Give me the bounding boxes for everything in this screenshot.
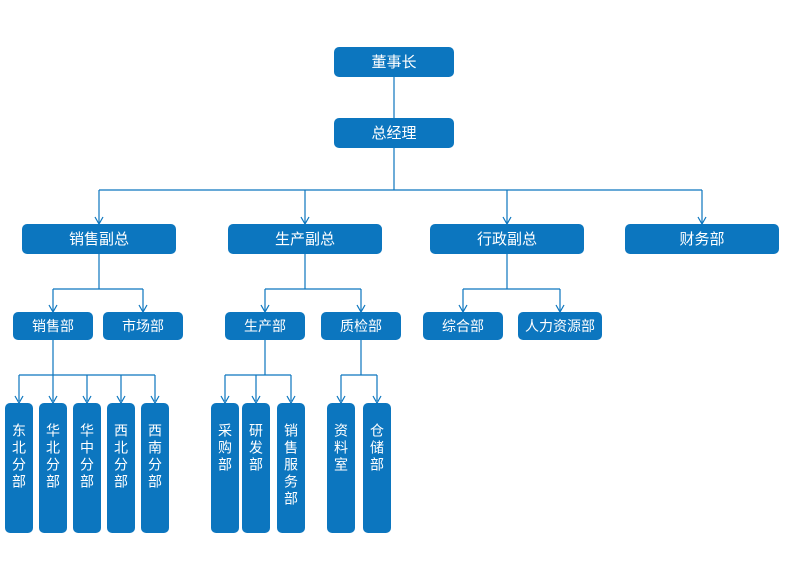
org-node-sales-service-dept: 销售服务部 [277, 403, 305, 533]
org-node-general-manager: 总经理 [334, 118, 454, 148]
org-node-sales-dept: 销售部 [13, 312, 93, 340]
org-node-northeast-branch: 东北分部 [5, 403, 33, 533]
org-node-rd-dept: 研发部 [242, 403, 270, 533]
org-node-marketing-dept: 市场部 [103, 312, 183, 340]
org-node-finance-dept: 财务部 [625, 224, 779, 254]
org-node-archives-room: 资料室 [327, 403, 355, 533]
org-node-quality-dept: 质检部 [321, 312, 401, 340]
org-node-northwest-branch: 西北分部 [107, 403, 135, 533]
org-node-warehouse-dept: 仓储部 [363, 403, 391, 533]
org-node-general-affairs-dept: 综合部 [423, 312, 503, 340]
org-node-hr-dept: 人力资源部 [518, 312, 602, 340]
org-node-production-dept: 生产部 [225, 312, 305, 340]
org-node-chairman: 董事长 [334, 47, 454, 77]
org-node-admin-vp: 行政副总 [430, 224, 584, 254]
org-node-purchasing-dept: 采购部 [211, 403, 239, 533]
org-node-central-china-branch: 华中分部 [73, 403, 101, 533]
org-node-production-vp: 生产副总 [228, 224, 382, 254]
org-node-sales-vp: 销售副总 [22, 224, 176, 254]
org-node-north-china-branch: 华北分部 [39, 403, 67, 533]
org-node-southwest-branch: 西南分部 [141, 403, 169, 533]
